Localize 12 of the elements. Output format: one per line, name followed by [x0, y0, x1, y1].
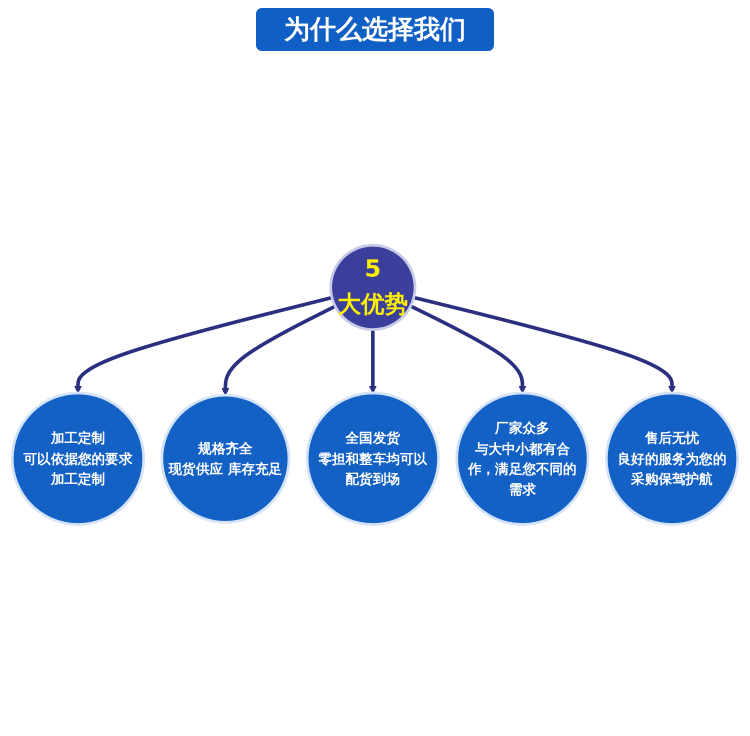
node-circle: 售后无忧 良好的服务为您的采购保驾护航: [604, 392, 740, 526]
arrow: [74, 296, 332, 394]
title-banner: 为什么选择我们: [256, 8, 494, 51]
node-circle: 5 大优势: [329, 244, 416, 332]
arrow: [221, 304, 336, 396]
arrow: [413, 296, 676, 394]
arrow: [368, 330, 377, 394]
node-circle: 规格齐全 现货供应 库存充足: [160, 394, 290, 524]
node-circle: 全国发货 零担和整车均可以配货到场: [306, 392, 440, 526]
node-circle: 加工定制 可以依据您的要求加工定制: [10, 392, 146, 526]
arrow: [410, 304, 526, 394]
node-circle: 厂家众多 与大中小都有合作，满足您不同的需求: [455, 392, 590, 526]
